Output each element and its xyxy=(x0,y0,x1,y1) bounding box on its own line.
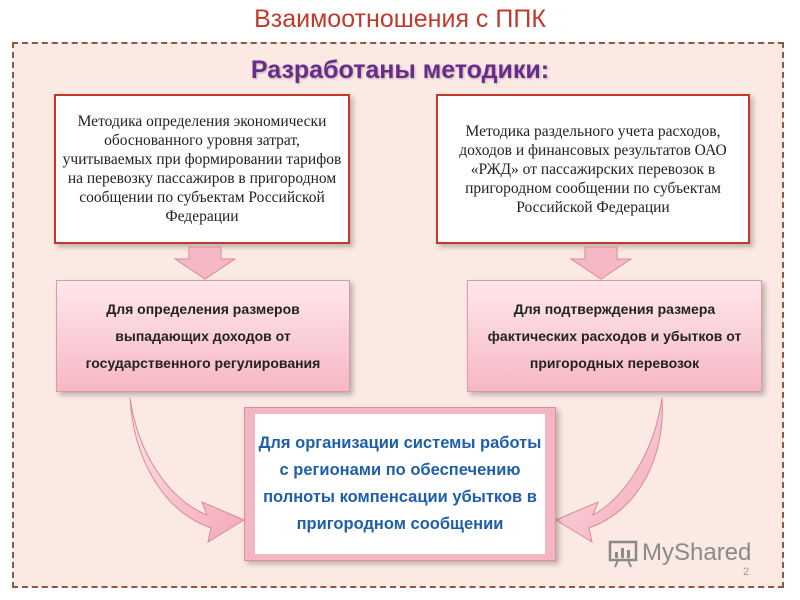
presentation-icon xyxy=(608,540,638,568)
section-title: Разработаны методики: xyxy=(250,56,550,84)
down-arrow-left-icon xyxy=(173,246,237,280)
curved-arrow-left-icon xyxy=(129,397,246,544)
purpose-box-left: Для определения размеров выпадающих дохо… xyxy=(56,280,350,392)
purpose-left-text: Для определения размеров выпадающих дохо… xyxy=(85,300,321,371)
down-arrow-right-icon xyxy=(569,246,633,280)
watermark-logo: MyShared xyxy=(608,538,751,568)
method-box-left: Методика определения экономически обосно… xyxy=(54,94,350,244)
method-box-right: Методика раздельного учета расходов, дох… xyxy=(436,94,750,244)
curved-arrow-right-icon xyxy=(554,397,663,544)
goal-box: Для организации системы работы с региона… xyxy=(244,407,556,561)
watermark-text: MyShared xyxy=(642,539,752,566)
method-right-text: Методика раздельного учета расходов, дох… xyxy=(459,122,727,216)
slide-title: Взаимоотношения с ППК xyxy=(254,5,546,33)
purpose-right-text: Для подтверждения размера фактических ра… xyxy=(487,300,742,371)
method-left-text: Методика определения экономически обосно… xyxy=(62,113,342,225)
goal-inner: Для организации системы работы с региона… xyxy=(255,414,545,554)
purpose-box-right: Для подтверждения размера фактических ра… xyxy=(467,280,762,392)
goal-text: Для организации системы работы с региона… xyxy=(258,434,542,533)
page-number: 2 xyxy=(743,566,750,578)
